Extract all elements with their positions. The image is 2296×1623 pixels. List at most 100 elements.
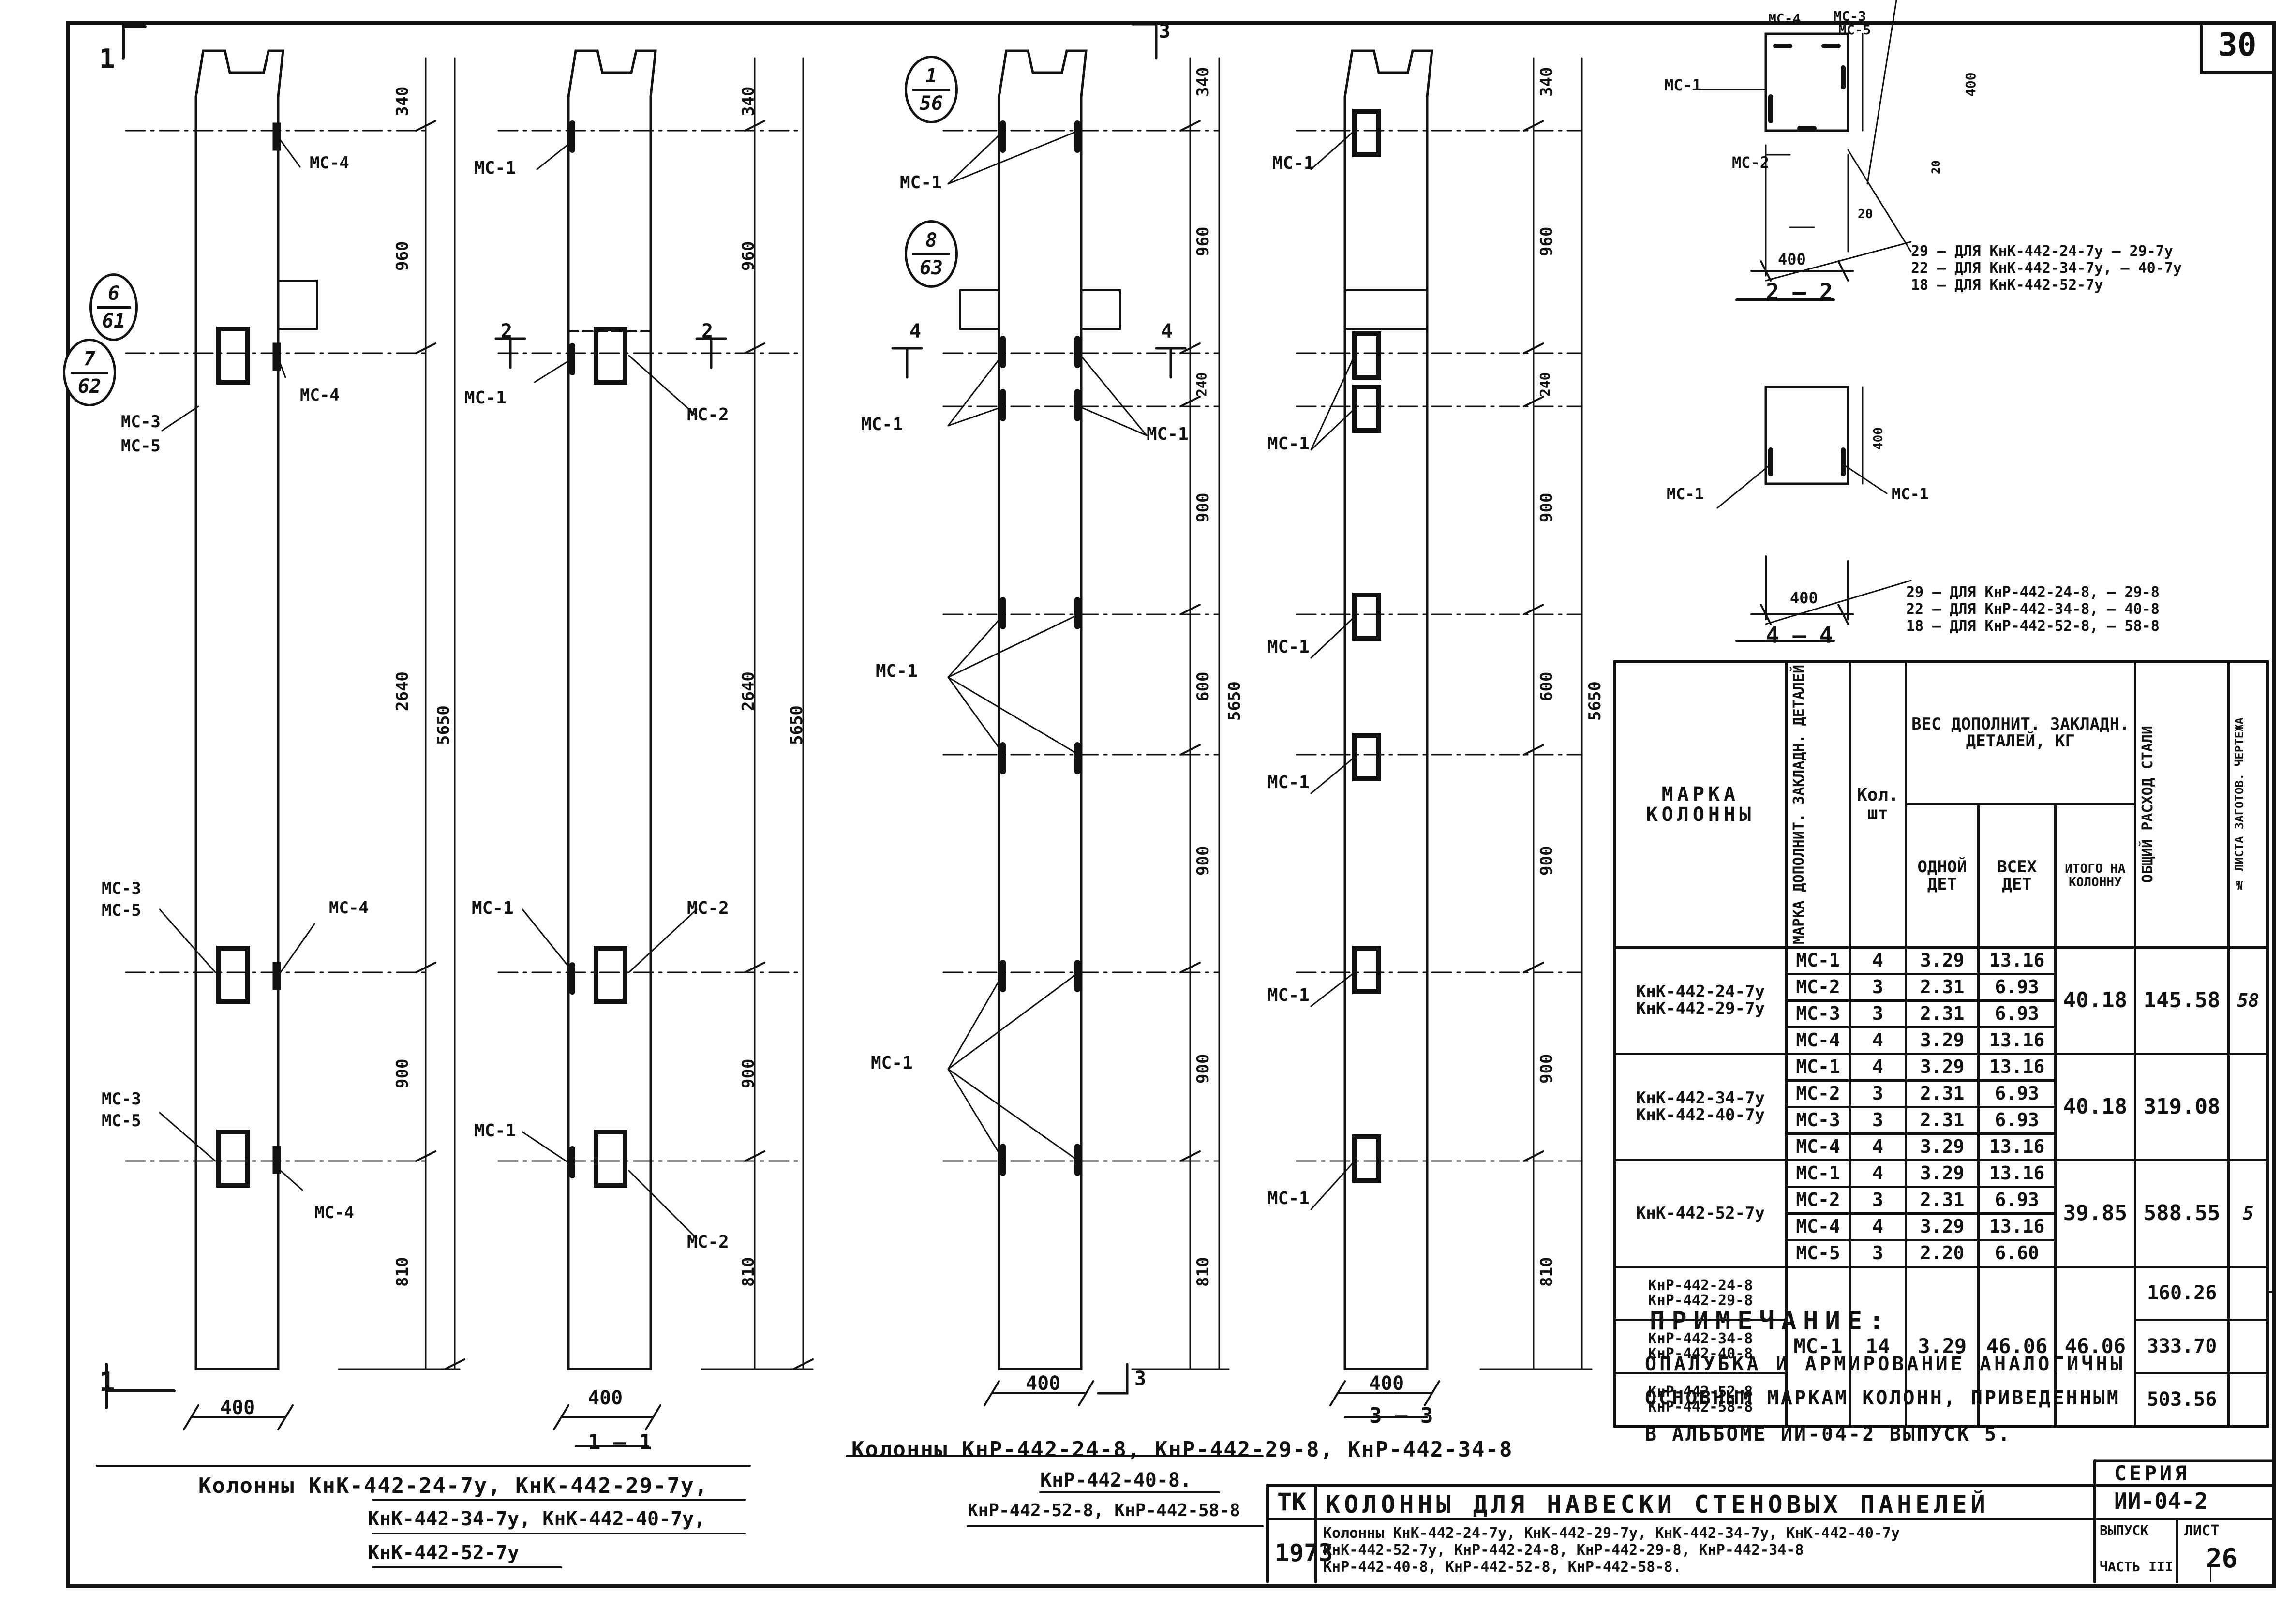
- spec-cell-sheet: 58: [2227, 946, 2269, 1055]
- c1-callout-ms4-c: МС-4: [329, 898, 369, 918]
- th-nomer: № ЛИСТА ЗАГОТОВ. ЧЕРТЕЖА: [2233, 717, 2247, 892]
- spec-cell-sheet: [2227, 1052, 2269, 1161]
- column-4-elevation: [1296, 49, 1593, 1418]
- c2-dim-810: 810: [739, 1257, 758, 1287]
- s22-dim-400-v: 400: [1963, 72, 1979, 97]
- c1-callout-ms4-a: МС-4: [310, 153, 349, 173]
- note-heading: ПРИМЕЧАНИЕ:: [1650, 1307, 1891, 1336]
- spec-cell-detail: МС-2: [1785, 1079, 1851, 1108]
- note-line-1: ОПАЛУБКА И АРМИРОВАНИЕ АНАЛОГИЧНЫ: [1645, 1353, 2125, 1375]
- tb-subtitle-2: КнК-442-52-7у, КнР-442-24-8, КнР-442-29-…: [1323, 1542, 1804, 1559]
- note-line-2: ОСНОВНЫМ МАРКАМ КОЛОНН, ПРИВЕДЕННЫМ: [1645, 1387, 2120, 1409]
- spec-cell-marks: КнК-442-24-7у КнК-442-29-7у: [1613, 946, 1788, 1055]
- c3-callout-ms1-b: МС-1: [861, 415, 903, 434]
- c1-dim-900: 900: [393, 1058, 412, 1088]
- column-3-elevation: [891, 23, 1230, 1406]
- s44-caption: 4 – 4: [1766, 622, 1833, 648]
- c2-dim-2640: 2640: [739, 671, 758, 711]
- c3-callout-ms1-d: МС-1: [876, 661, 918, 681]
- spec-cell-one: 2.31: [1904, 1105, 1980, 1135]
- embed-ms2-2: [594, 946, 627, 1004]
- spec-cell-qty: 3: [1849, 972, 1907, 1002]
- c3-dim-900-b: 900: [1193, 846, 1213, 876]
- spec-cell-all: 13.16: [1977, 946, 2057, 975]
- embed-ms2-3: [594, 1130, 627, 1188]
- s22-dim-400-h: 400: [1778, 250, 1806, 268]
- spec-cell-all: 13.16: [1977, 1052, 2057, 1082]
- tb-title: КОЛОННЫ ДЛЯ НАВЕСКИ СТЕНОВЫХ ПАНЕЛЕЙ: [1326, 1490, 1989, 1519]
- c1-callout-ms5-b: МС-5: [102, 901, 141, 920]
- embed-ms3-3: [216, 1130, 250, 1188]
- c1-section-mark-bottom: 1: [99, 1367, 115, 1397]
- s22-dim-20-v: 20: [1929, 160, 1943, 174]
- spec-cell-one: 3.29: [1904, 946, 1980, 975]
- spec-cell-all: 6.93: [1977, 972, 2057, 1002]
- c4-callout-ms1-e: МС-1: [1267, 985, 1310, 1005]
- c1-section-mark-top: 1: [99, 44, 115, 74]
- spec-cell-steel: 160.26: [2133, 1265, 2230, 1321]
- c2-dim-400: 400: [588, 1387, 623, 1409]
- tb-seria: ИИ-04-2: [2114, 1488, 2208, 1514]
- spec-cell-one: 3.29: [1904, 1212, 1980, 1241]
- c4-callout-ms1-a: МС-1: [1272, 153, 1314, 173]
- s22-caption: 2 – 2: [1766, 279, 1833, 305]
- spec-cell-qty: 3: [1849, 1238, 1907, 1268]
- embed-4-4: [1352, 593, 1381, 641]
- s44-dim-400-h: 400: [1790, 589, 1818, 607]
- c1-callout-ms4-b: МС-4: [300, 386, 340, 405]
- th-itogo: ИТОГО НА КОЛОННУ: [2054, 803, 2136, 949]
- column-1-elevation: [105, 23, 465, 1430]
- c4-dim-5650: 5650: [1585, 681, 1605, 721]
- tb-subtitle-3: КнР-442-40-8, КнР-442-52-8, КнР-442-58-8…: [1323, 1559, 1682, 1576]
- embed-4-6: [1352, 946, 1381, 994]
- tb-chast: ЧАСТЬ III: [2100, 1559, 2173, 1575]
- s44-note-3: 18 – ДЛЯ КнР-442-52-8, – 58-8: [1906, 618, 2160, 635]
- c2-callout-ms1-c: МС-1: [472, 898, 514, 918]
- spec-cell-total: 40.18: [2054, 1052, 2136, 1161]
- c1-dim-2640: 2640: [393, 671, 412, 711]
- spec-cell-total: 46.06: [2054, 1265, 2136, 1428]
- spec-cell-all: 6.60: [1977, 1238, 2057, 1268]
- c4-dim-340: 340: [1537, 67, 1556, 97]
- c4-callout-ms1-d: МС-1: [1267, 773, 1310, 792]
- c3-callout-ms1-c: МС-1: [1147, 424, 1189, 444]
- spec-cell-detail: МС-3: [1785, 1105, 1851, 1135]
- c3-dim-600: 600: [1193, 671, 1213, 701]
- c1-callout-ms3-a: МС-3: [121, 412, 161, 432]
- spec-cell-detail: МС-1: [1785, 946, 1851, 975]
- spec-cell-marks: КнК-442-34-7у КнК-442-40-7у: [1613, 1052, 1788, 1161]
- c3-caption-line-2: КнР-442-40-8.: [1040, 1469, 1192, 1491]
- s44-note-2: 22 – ДЛЯ КнР-442-34-8, – 40-8: [1906, 601, 2160, 618]
- note-line-3: В АЛЬБОМЕ ИИ-04-2 ВЫПУСК 5.: [1645, 1423, 2012, 1445]
- c3-dim-900-c: 900: [1193, 1054, 1213, 1084]
- spec-cell-all: 13.16: [1977, 1026, 2057, 1055]
- spec-cell-total: 39.85: [2054, 1159, 2136, 1268]
- c1-dim-810: 810: [393, 1257, 412, 1287]
- spec-cell-detail: МС-1: [1785, 1265, 1851, 1428]
- tb-year: 1973: [1275, 1539, 1333, 1567]
- spec-cell-one: 2.31: [1904, 999, 1980, 1028]
- spec-cell-marks: КнР-442-34-8 КнР-442-40-8: [1613, 1318, 1788, 1374]
- spec-cell-detail: МС-4: [1785, 1026, 1851, 1055]
- embed-ms4-2: [272, 342, 281, 371]
- s22-label-ms1: МС-1: [1664, 76, 1702, 94]
- c4-dim-240: 240: [1537, 372, 1553, 397]
- c3-dim-900-a: 900: [1193, 492, 1213, 522]
- spec-cell-marks: КнК-442-52-7у: [1613, 1159, 1788, 1268]
- th-vseh: ВСЕХ ДЕТ: [1977, 803, 2057, 949]
- c3-dim-340: 340: [1193, 67, 1213, 97]
- embed-4-3: [1352, 385, 1381, 433]
- c2-section-mark-right: 2: [701, 320, 714, 342]
- spec-cell-qty: 3: [1849, 1079, 1907, 1108]
- c3-dim-960: 960: [1193, 226, 1213, 256]
- c3-callout-ms1-a: МС-1: [900, 173, 942, 193]
- s44-dim-400-v: 400: [1871, 427, 1886, 450]
